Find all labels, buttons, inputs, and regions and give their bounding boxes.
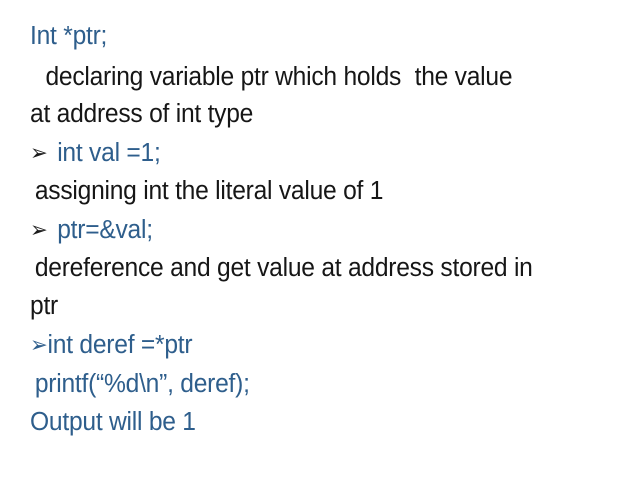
code-text-assignment: int val =1;: [57, 138, 161, 167]
code-text-address-of: ptr=&val;: [57, 215, 153, 244]
explanation-dereference-row-2: ptr: [30, 291, 59, 320]
arrow-bullet-icon: ➢: [30, 140, 48, 166]
code-text-printf: printf(“%d\n”, deref);: [34, 369, 250, 398]
bullet-line-address-of[interactable]: ➢ ptr=&val;: [30, 212, 597, 250]
explanation-dereference-part-1: dereference and get value at address sto…: [34, 254, 533, 282]
explanation-declaration-part-2: the value: [414, 62, 513, 91]
output-statement: Output will be 1: [30, 404, 597, 442]
bullet-line-assignment[interactable]: ➢ int val =1;: [30, 135, 597, 173]
code-text-declaration: Int *ptr;: [30, 22, 108, 50]
output-statement-text: Output will be 1: [30, 408, 196, 436]
arrow-bullet-icon: ➢: [30, 333, 48, 358]
explanation-declaration-row-1: declaring variable ptr which holds the va…: [30, 59, 597, 97]
explanation-declaration-part-1: declaring variable ptr which holds: [45, 62, 402, 91]
explanation-dereference-row-1: dereference and get value at address sto…: [30, 250, 597, 288]
code-line-printf: printf(“%d\n”, deref);: [30, 366, 597, 404]
slide-body-text: Int *ptr; declaring variable ptr which h…: [30, 18, 618, 442]
explanation-dereference: dereference and get value at address sto…: [30, 250, 597, 325]
explanation-declaration-row-2: at address of int type: [30, 100, 254, 128]
explanation-assignment: assigning int the literal value of 1: [30, 173, 597, 211]
bullet-line-declaration[interactable]: Int *ptr;: [30, 18, 597, 56]
code-text-deref-decl: int deref =*ptr: [47, 331, 193, 359]
arrow-bullet-icon: ➢: [30, 217, 48, 243]
bullet-line-deref-decl[interactable]: ➢int deref =*ptr: [30, 327, 597, 365]
explanation-assignment-text: assigning int the literal value of 1: [34, 177, 384, 205]
explanation-declaration: declaring variable ptr which holds the va…: [30, 59, 597, 134]
